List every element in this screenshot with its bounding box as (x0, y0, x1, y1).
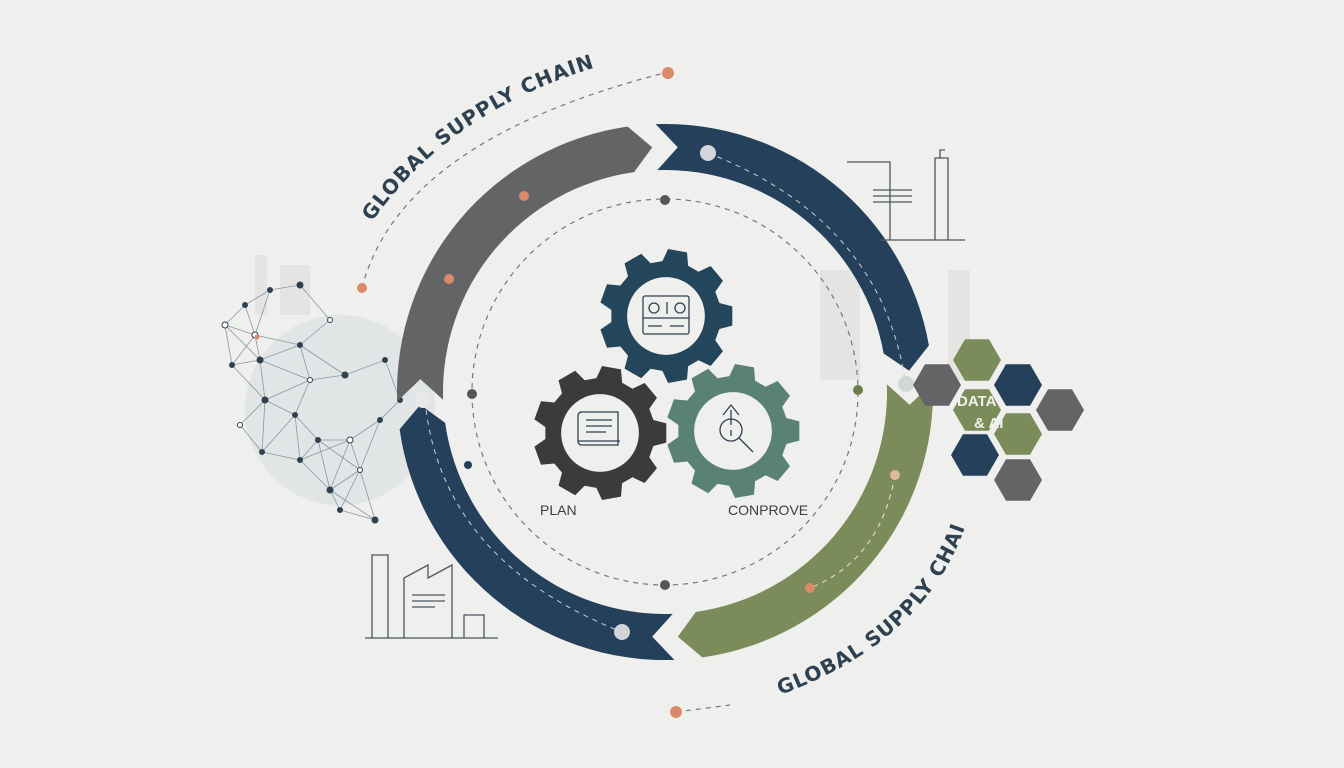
gear-top (600, 249, 733, 383)
hexagon (1036, 389, 1084, 431)
hexagon (953, 389, 1001, 431)
node-dot (519, 191, 529, 201)
hexagon (951, 434, 999, 476)
hexagon (994, 459, 1042, 501)
network-node (292, 412, 298, 418)
globe-network-icon (221, 281, 435, 524)
hex-label-data: DATA (957, 393, 997, 410)
network-node (307, 377, 313, 383)
data-ai-hex-cluster (913, 339, 1084, 501)
network-node (315, 437, 321, 443)
hexagon (913, 364, 961, 406)
title-top: GLOBAL SUPPLY CHAIN (357, 49, 597, 225)
network-node (371, 516, 379, 524)
arc-segment-navy-top (655, 124, 929, 371)
network-node (357, 467, 363, 473)
node-dot (890, 470, 900, 480)
node-dot (853, 385, 863, 395)
gear-label-conprove: CONPROVE (728, 502, 808, 518)
network-node (261, 396, 269, 404)
hexagon (953, 339, 1001, 381)
gear-plan (534, 366, 667, 500)
node-dot (415, 392, 431, 408)
node-dot (467, 389, 477, 399)
network-node (296, 281, 304, 289)
factory-icon-top-right (847, 149, 965, 241)
node-dot (805, 583, 815, 593)
arc-segment-navy-bottom (399, 404, 675, 660)
node-dots (357, 67, 914, 718)
document-scroll-icon (577, 411, 620, 446)
network-node (337, 507, 343, 513)
network-node (346, 436, 354, 444)
network-node (221, 321, 229, 329)
network-node (377, 417, 383, 423)
node-dot (700, 145, 716, 161)
gear-label-plan: PLAN (540, 502, 577, 518)
network-node (237, 422, 243, 428)
network-node (326, 486, 334, 494)
control-panel-icon (642, 295, 690, 335)
node-dot (898, 376, 914, 392)
network-node (242, 302, 248, 308)
node-dot (662, 67, 674, 79)
node-dot (614, 624, 630, 640)
network-node (267, 287, 273, 293)
hexagon (994, 413, 1042, 455)
hex-label-ai: & AI (974, 415, 1003, 432)
network-node (229, 362, 235, 368)
gear-conprove (667, 364, 800, 498)
network-node (297, 457, 303, 463)
cycle-ring (397, 124, 934, 660)
dashed-connector-top (361, 71, 669, 289)
network-node (341, 371, 349, 379)
network-node (297, 342, 303, 348)
dashed-connector-bottom (675, 704, 731, 713)
arc-segment-gray (397, 126, 653, 402)
arc-segment-olive (677, 382, 934, 658)
node-dot (660, 580, 670, 590)
network-node (259, 449, 265, 455)
network-node (256, 356, 264, 364)
node-dot (444, 274, 454, 284)
network-node (382, 357, 388, 363)
node-dot (464, 461, 472, 469)
network-node (327, 317, 333, 323)
magnifier-upload-icon (719, 403, 754, 453)
hexagon (994, 364, 1042, 406)
factory-icon-bottom-left (365, 554, 498, 639)
node-dot (357, 283, 367, 293)
node-dot (670, 706, 682, 718)
node-dot (660, 195, 670, 205)
